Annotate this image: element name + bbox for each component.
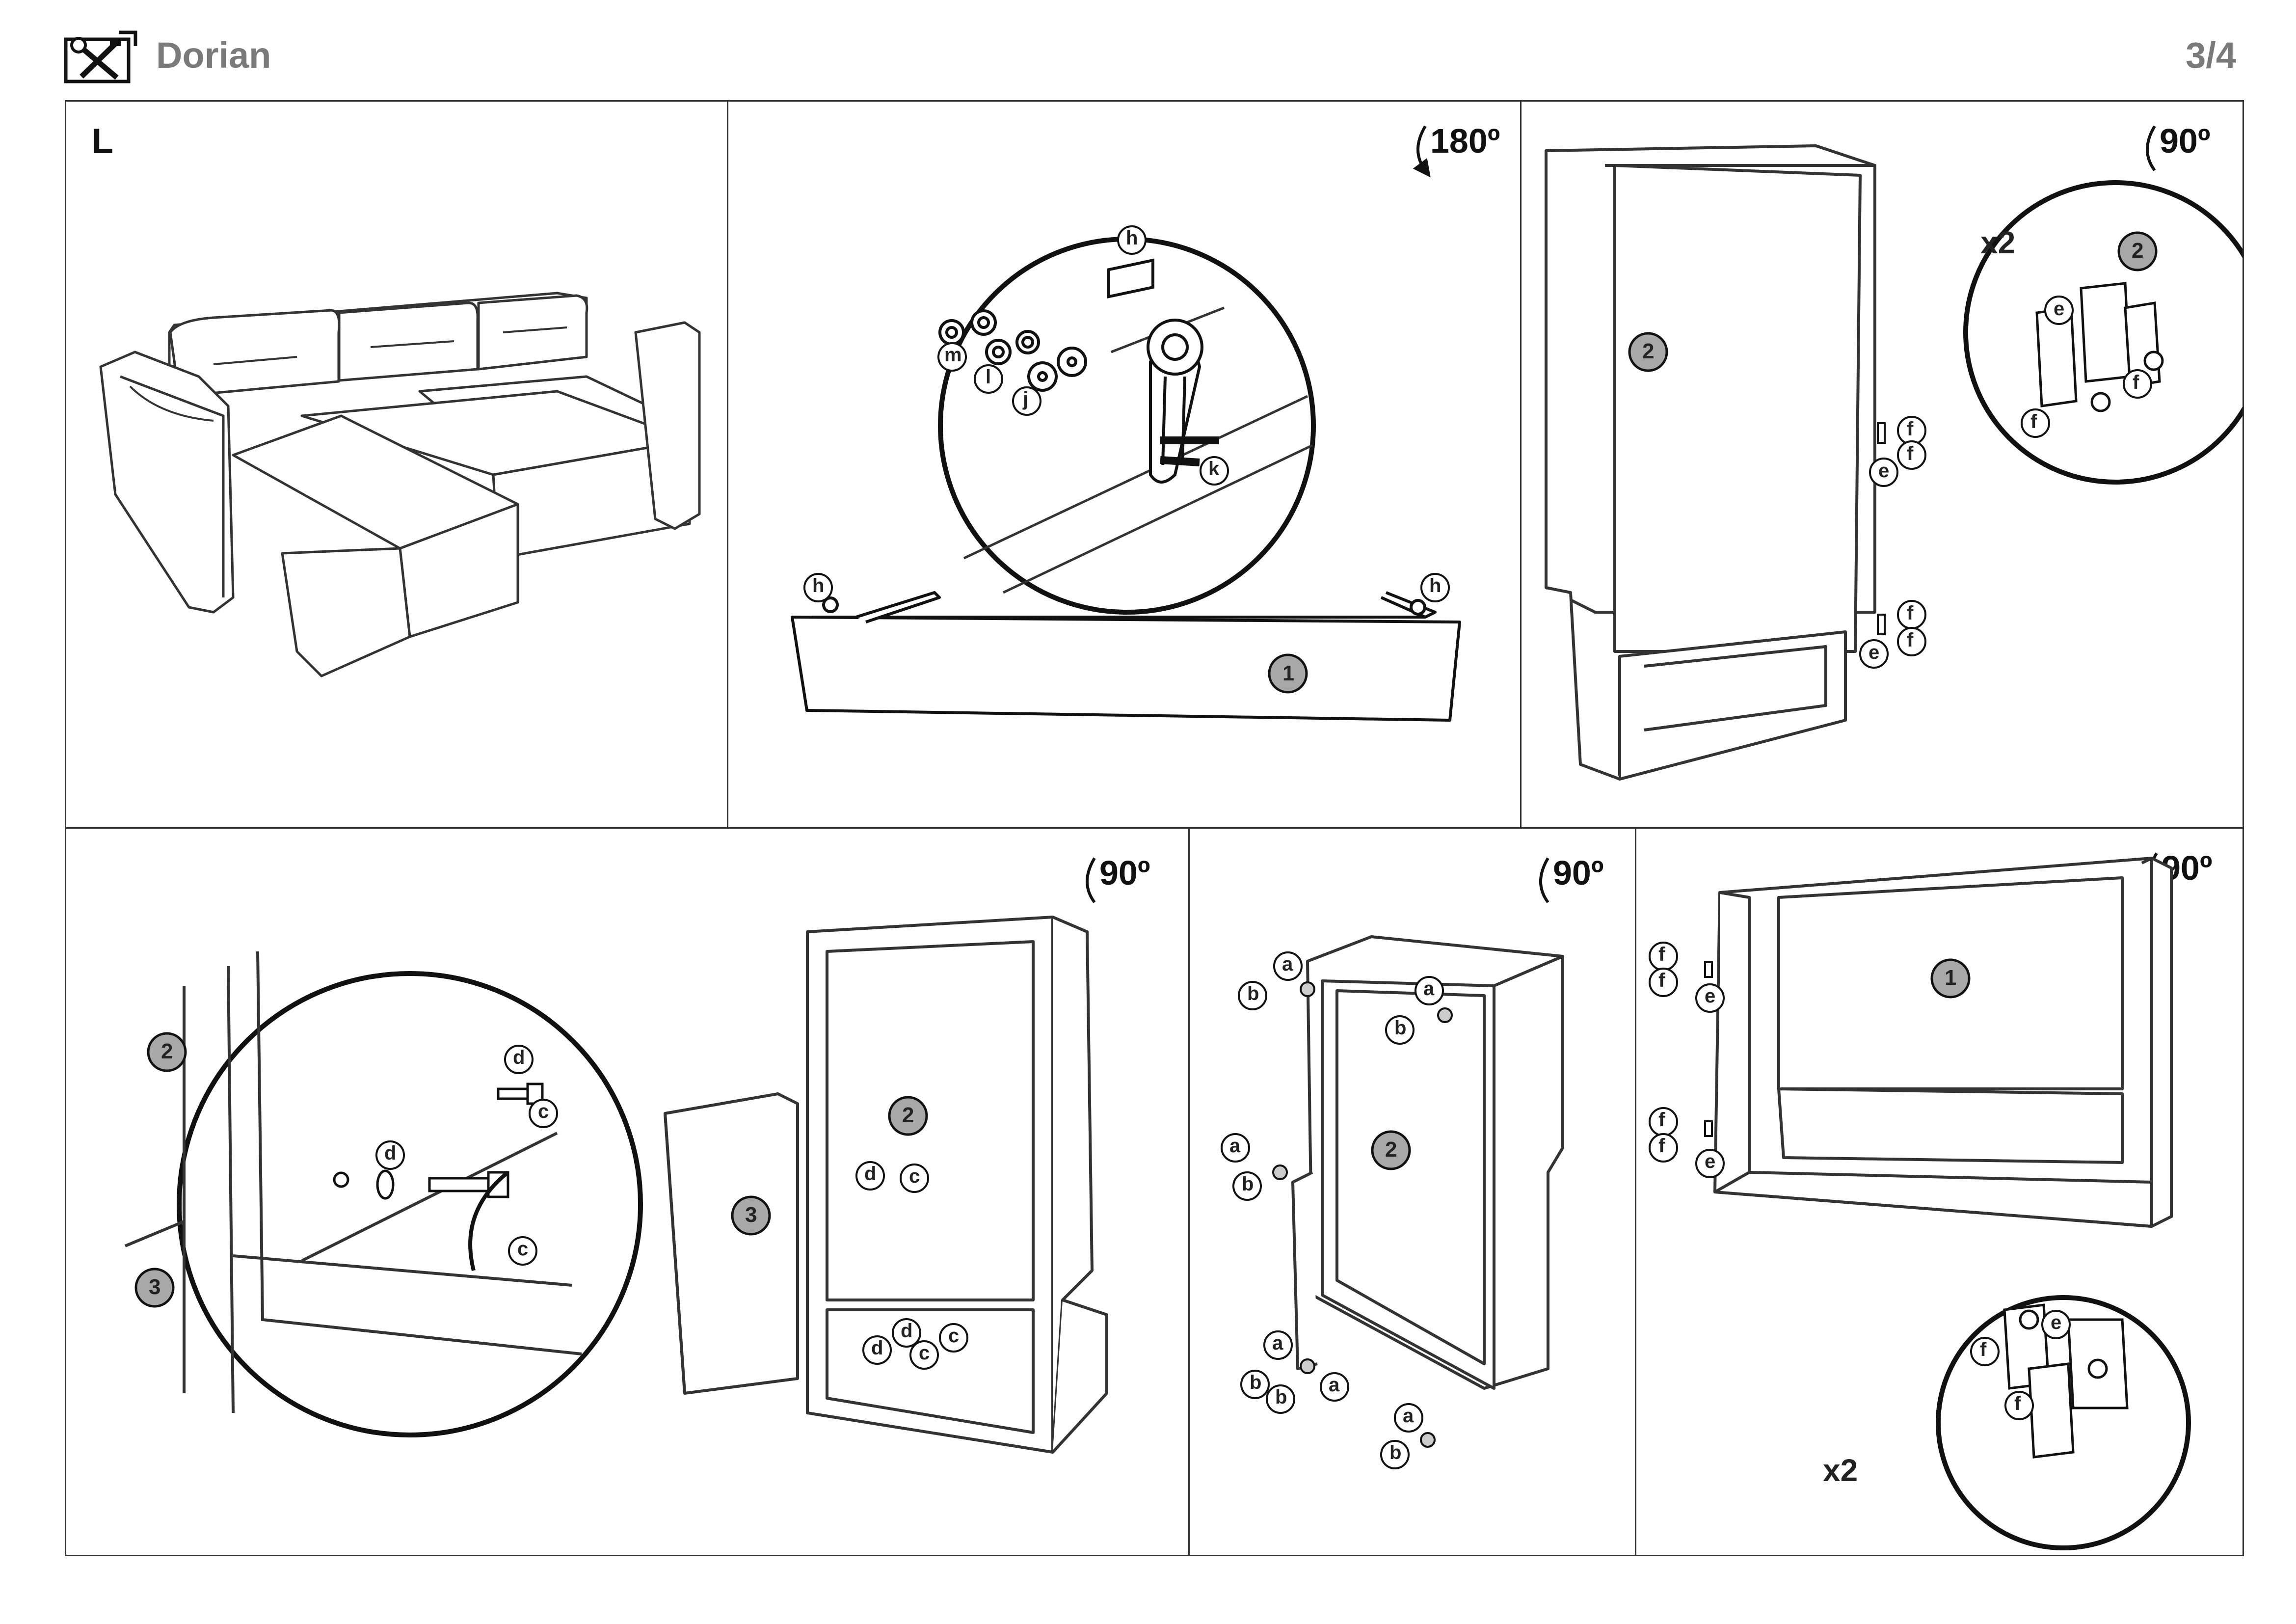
multiplier-label: x2 (1980, 225, 2016, 260)
label-b: b (1394, 1017, 1407, 1039)
page-number: 3/4 (2186, 35, 2236, 76)
label-b: b (1389, 1442, 1402, 1463)
label-k: k (1208, 458, 1220, 480)
panel-attach-side: 90º (66, 829, 1185, 1555)
panel-bracket-hinge: 180º (728, 102, 1519, 826)
label-e: e (2054, 298, 2065, 320)
panel-divider (1635, 827, 1636, 1555)
part-number-2: 2 (902, 1103, 914, 1127)
label-e: e (2051, 1312, 2062, 1333)
label-d: d (513, 1047, 525, 1068)
upright-frame-illustration (1545, 125, 2243, 781)
label-h: h (1429, 575, 1442, 596)
label-a: a (1282, 953, 1293, 975)
label-f: f (1907, 418, 1914, 440)
row-divider (66, 827, 2243, 829)
instruction-frame (65, 100, 2244, 1556)
rotation-label: 90º (1099, 854, 1150, 892)
hardware-labels (803, 225, 1450, 602)
label-b: b (1275, 1386, 1287, 1408)
label-a: a (1403, 1405, 1414, 1427)
label-c: c (538, 1101, 549, 1122)
label-a: a (1229, 1135, 1241, 1157)
label-d: d (901, 1320, 913, 1342)
label-f: f (1980, 1339, 1987, 1360)
label-c: c (919, 1342, 930, 1364)
label-f: f (2014, 1393, 2021, 1414)
label-a: a (1329, 1374, 1340, 1396)
label-f: f (1658, 970, 1665, 991)
label-b: b (1242, 1173, 1254, 1195)
label-f: f (1658, 1109, 1665, 1131)
step-letter: L (92, 122, 113, 161)
label-c: c (517, 1238, 529, 1260)
panel-divider (1188, 827, 1190, 1555)
label-f: f (1907, 602, 1914, 624)
part-number-3: 3 (149, 1275, 161, 1299)
label-e: e (1878, 460, 1890, 482)
feet-assembly-illustration (1221, 857, 1564, 1469)
rotation-label: 90º (1553, 854, 1604, 892)
panel-divider (727, 102, 728, 827)
part-number-1: 1 (1945, 966, 1957, 990)
tools-icon (64, 30, 137, 83)
label-e: e (1705, 1151, 1716, 1172)
part-number-3: 3 (745, 1203, 757, 1227)
label-e: e (1705, 985, 1716, 1007)
corner-sofa-illustration (99, 292, 701, 677)
panel-divider (1520, 102, 1522, 827)
panel-drawer-clips: 90º (1636, 829, 2243, 1555)
label-h: h (812, 575, 825, 596)
label-e: e (1869, 642, 1880, 663)
label-l: l (986, 366, 991, 388)
drawer-frame-illustration (1649, 852, 2191, 1550)
part-number-2: 2 (161, 1039, 173, 1063)
side-attach-illustration (124, 857, 1108, 1454)
panel-feet: 90º 2 a b a b a b a b b a a b (1190, 829, 1635, 1555)
rotation-label: 180º (1430, 122, 1500, 160)
panel-side-clips: 90º (1522, 102, 2243, 826)
part-number-1: 1 (1282, 661, 1295, 685)
label-c: c (948, 1325, 960, 1347)
label-h: h (1126, 227, 1138, 249)
page-title: Dorian (156, 35, 271, 76)
part-badge (1268, 653, 1308, 694)
multiplier-label: x2 (1823, 1453, 1858, 1488)
part-number-2: 2 (2132, 239, 2144, 263)
label-m: m (944, 344, 962, 366)
label-f: f (1907, 629, 1914, 651)
label-b: b (1247, 983, 1259, 1004)
label-d: d (384, 1142, 397, 1164)
panel-sofa: L (66, 102, 725, 826)
label-j: j (1023, 388, 1029, 410)
label-f: f (1658, 944, 1665, 965)
label-f: f (1658, 1135, 1665, 1157)
label-a: a (1272, 1332, 1283, 1354)
label-d: d (871, 1337, 883, 1359)
label-d: d (864, 1163, 877, 1185)
label-f: f (2133, 372, 2139, 393)
label-f: f (2030, 411, 2037, 433)
label-b: b (1250, 1372, 1262, 1393)
label-a: a (1423, 978, 1435, 1000)
label-f: f (1907, 443, 1914, 464)
label-c: c (909, 1165, 920, 1187)
part-number-2: 2 (1642, 339, 1655, 363)
bracket-assembly-illustration (791, 125, 1461, 722)
part-number-2: 2 (1385, 1137, 1397, 1162)
rotation-label: 90º (2160, 122, 2211, 160)
